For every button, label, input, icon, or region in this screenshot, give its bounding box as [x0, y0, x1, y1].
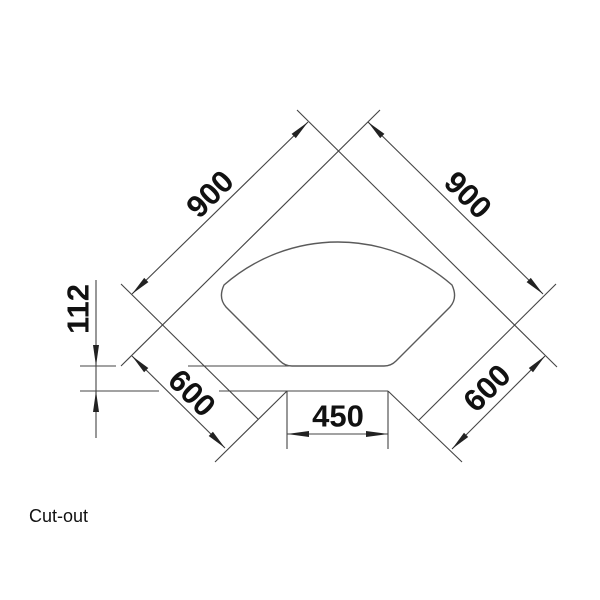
arrowhead-icon: [132, 277, 149, 294]
arrowhead-icon: [93, 391, 99, 412]
dimension-top-right: 900: [367, 121, 544, 295]
dimension-label-top-right: 900: [437, 164, 498, 225]
drawing-caption: Cut-out: [29, 506, 89, 526]
top-right-edge-line: [296, 109, 558, 368]
arrowhead-icon: [366, 431, 388, 437]
arrowhead-icon: [528, 356, 545, 373]
arrowhead-icon: [452, 432, 469, 449]
arrowhead-icon: [287, 431, 309, 437]
arrowhead-icon: [368, 122, 385, 139]
lower-right-edge-line: [418, 283, 557, 421]
dimension-label-front-width: 450: [312, 399, 364, 434]
dimension-label-top-left: 900: [179, 163, 240, 224]
dimension-lower-left: 600: [131, 355, 226, 449]
arrowhead-icon: [132, 356, 149, 373]
arrowhead-icon: [526, 277, 543, 294]
dimension-line: [131, 355, 226, 449]
sink-bowl-outline: [220, 241, 456, 367]
top-left-edge-line: [120, 109, 381, 367]
dimension-line: [367, 121, 544, 295]
dimension-label-lower-right: 600: [456, 357, 517, 418]
dimension-label-lower-left: 600: [161, 362, 222, 423]
dimension-label-front-depth: 112: [61, 284, 96, 334]
worktop-outline: [120, 109, 558, 463]
dimension-front-depth: 112: [61, 280, 159, 438]
arrowhead-icon: [208, 431, 225, 448]
lower-left-edge-line: [120, 283, 259, 420]
dimension-line: [131, 121, 309, 295]
dimension-lower-right: 600: [451, 355, 546, 450]
dimension-line: [451, 355, 546, 450]
front-left-chamfer-line: [214, 390, 288, 463]
arrowhead-icon: [93, 345, 99, 366]
dimension-front-width: 450: [286, 391, 389, 449]
front-right-chamfer-line: [387, 390, 463, 463]
arrowhead-icon: [291, 122, 308, 139]
